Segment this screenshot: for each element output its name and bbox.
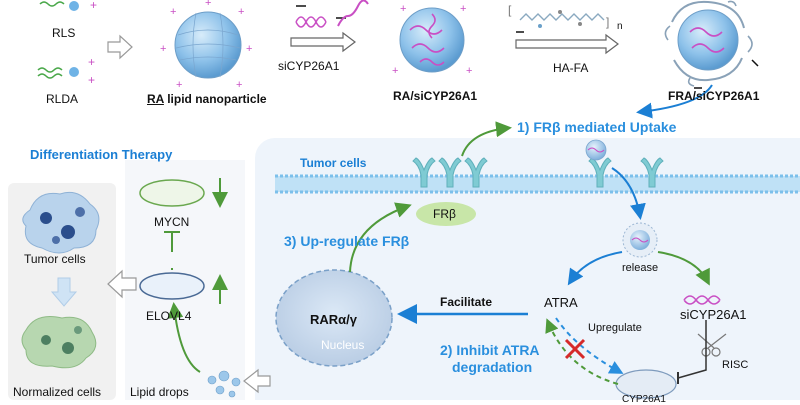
incoming-nanoparticle-icon	[585, 139, 607, 161]
inhibit-mycn-line	[164, 231, 180, 252]
svg-text:+: +	[205, 0, 211, 9]
sirna-icon	[683, 295, 721, 305]
svg-text:+: +	[88, 73, 95, 87]
cell-membrane	[275, 174, 800, 194]
svg-text:+: +	[392, 65, 398, 77]
elovl4-oval-icon	[139, 272, 205, 300]
svg-text:+: +	[466, 65, 472, 77]
endosome-icon	[622, 222, 658, 258]
ha-fa-polymer-icon: [ ]	[508, 3, 609, 33]
pathway-to-cells-block-arrow	[107, 269, 137, 299]
sirna-helix-icon	[295, 0, 369, 28]
uptake-curve-arrow	[636, 84, 713, 119]
fra-sicyp-label: FRA/siCYP26A1	[668, 89, 760, 103]
internalize-arrow	[611, 167, 646, 220]
ra-nanoparticle-icon: + + + + + + +	[160, 0, 252, 91]
fr-beta-label-pill	[416, 202, 476, 226]
svg-text:+: +	[176, 79, 182, 91]
normalized-cells-label: Normalized cells	[13, 385, 102, 399]
block-arrow-1	[107, 34, 133, 60]
lipid-drops-icon	[207, 370, 241, 398]
ra-prefix: RA	[147, 92, 164, 106]
upregulate-label: Upregulate	[588, 322, 642, 334]
mycn-oval-icon	[139, 179, 205, 207]
therapy-title: Differentiation Therapy	[30, 147, 173, 162]
lipid-to-elovl4-arrow	[167, 302, 201, 373]
step2-label-line2: degradation	[452, 359, 533, 375]
release-label: release	[622, 262, 659, 274]
fr-beta-label: FRβ	[433, 207, 456, 221]
step3-label: 3) Up-regulate FRβ	[284, 233, 410, 249]
release-to-atra-arrow	[567, 251, 623, 286]
rlda-label: RLDA	[46, 92, 79, 106]
facilitate-label: Facilitate	[440, 295, 493, 309]
svg-text:+: +	[400, 3, 406, 15]
ra-sicyp-nanoparticle-icon: + + + +	[392, 3, 472, 77]
nucleus-icon	[275, 269, 393, 367]
sirna-inhibit-line	[677, 320, 707, 379]
rlda-lipid-icon: + +	[37, 55, 95, 87]
ha-fa-label: HA-FA	[553, 61, 589, 75]
sicyp-arrow-label: siCYP26A1	[278, 59, 340, 73]
rls-lipid-icon: +	[39, 0, 97, 12]
elovl4-label: ELOVL4	[146, 309, 192, 323]
degradation-dashed-arrow	[545, 318, 619, 385]
polymer-n-label: n	[617, 21, 623, 32]
ra-suffix: lipid nanoparticle	[163, 92, 267, 106]
svg-text:+: +	[238, 6, 244, 18]
svg-text:+: +	[170, 6, 176, 18]
upregulate-dashed-arrow	[555, 317, 624, 374]
rls-label: RLS	[52, 26, 76, 40]
rar-label: RARα/γ	[310, 312, 357, 327]
svg-text:+: +	[246, 43, 252, 55]
risc-label: RISC	[722, 359, 749, 371]
tumor-cells-label: Tumor cells	[24, 252, 86, 266]
mycn-label: MYCN	[154, 215, 190, 229]
tumor-cells-icon	[22, 191, 100, 254]
line-arrow-2	[290, 31, 356, 53]
block-x-icon	[564, 338, 586, 360]
release-to-sirna-arrow	[657, 251, 710, 286]
fr-beta-receptors	[412, 157, 664, 188]
svg-text:+: +	[88, 55, 95, 69]
step1-label: 1) FRβ mediated Uptake	[517, 119, 677, 135]
svg-text:+: +	[460, 3, 466, 15]
fra-sicyp-nanoparticle-icon	[664, 0, 759, 89]
svg-text:+: +	[236, 79, 242, 91]
sicyp-label: siCYP26A1	[680, 307, 747, 322]
step3-green-arrow	[349, 202, 412, 273]
nucleus-to-lipid-block-arrow	[243, 368, 271, 394]
nucleus-label: Nucleus	[321, 338, 365, 352]
line-arrow-3	[515, 33, 619, 55]
tumor-cells-membrane-label: Tumor cells	[300, 156, 367, 170]
svg-text:+: +	[160, 43, 166, 55]
cyp26a1-label: CYP26A1	[622, 394, 666, 405]
step2-label-line1: 2) Inhibit ATRA	[440, 342, 540, 358]
lipid-drops-label: Lipid drops	[130, 385, 189, 399]
normalized-cells-icon	[21, 316, 97, 369]
ra-lipid-nanoparticle-label: RA lipid nanoparticle	[147, 93, 267, 105]
svg-text:]: ]	[606, 15, 609, 29]
atra-label: ATRA	[544, 295, 578, 310]
differentiation-down-arrow	[50, 277, 78, 307]
ra-sicyp-label: RA/siCYP26A1	[393, 89, 478, 103]
svg-text:[: [	[508, 3, 512, 17]
risc-scissors-icon	[697, 333, 727, 357]
step1-green-arrow	[461, 121, 512, 157]
svg-text:+: +	[90, 0, 97, 12]
